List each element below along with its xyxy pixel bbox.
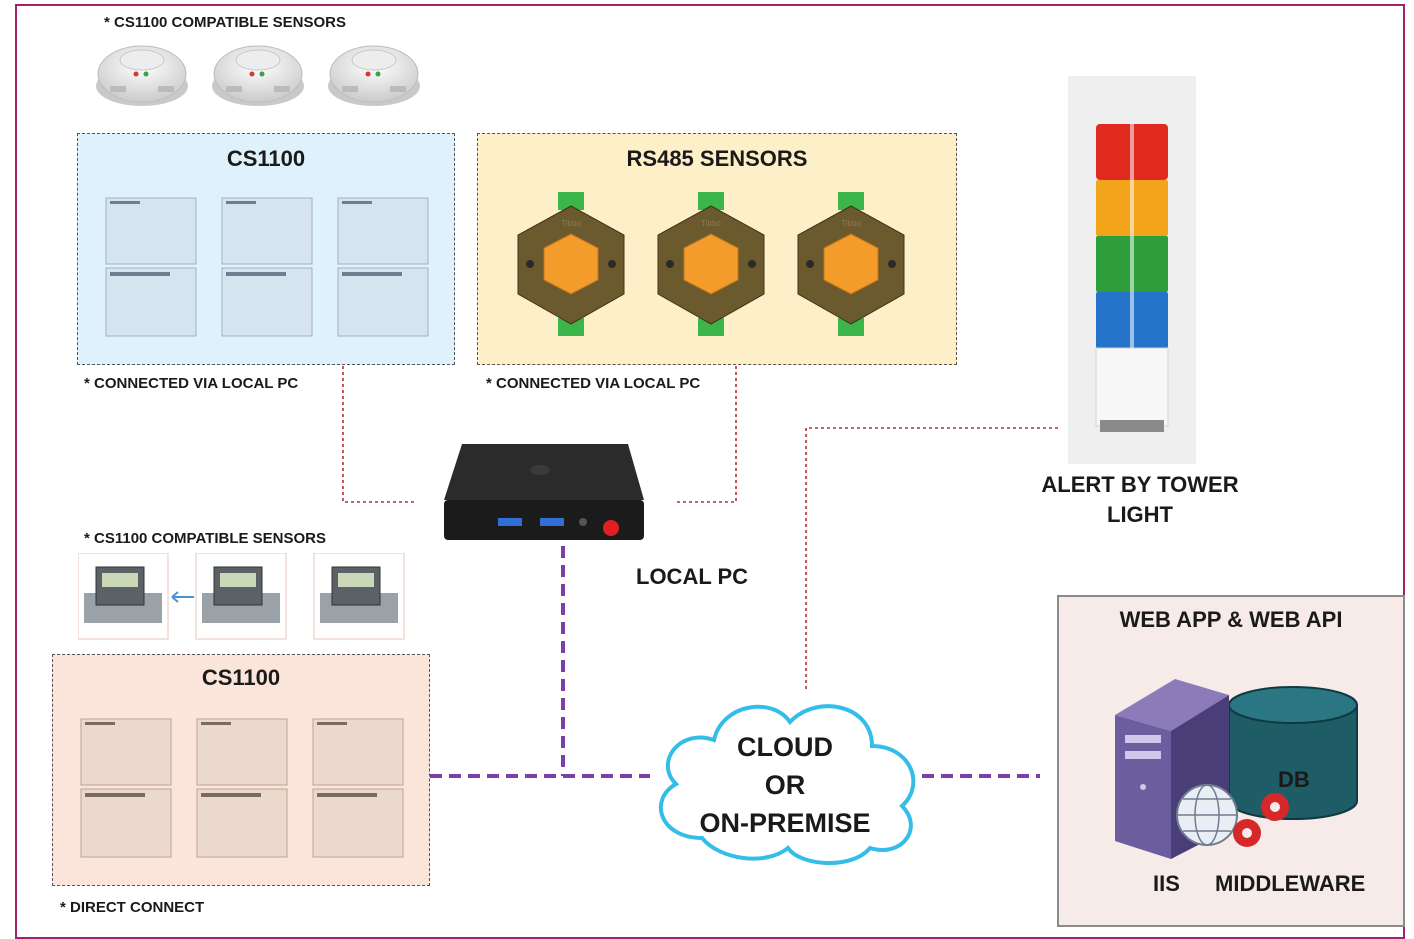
sensors-bottom-label: * CS1100 COMPATIBLE SENSORS bbox=[84, 530, 327, 547]
cs1100-unit-icon bbox=[221, 197, 313, 337]
flow-meters bbox=[78, 553, 405, 640]
flow-meter-icon bbox=[195, 553, 287, 640]
tower-light-label: ALERT BY TOWER LIGHT bbox=[1040, 470, 1240, 530]
flow-meter-icon bbox=[78, 553, 169, 640]
tower-light-label-line1: ALERT BY TOWER bbox=[1041, 472, 1239, 497]
cs1100-bottom-box: CS1100 bbox=[52, 654, 430, 886]
svg-text:Tibbo: Tibbo bbox=[561, 219, 581, 228]
cs1100-top-title: CS1100 bbox=[226, 146, 306, 171]
cs1100-unit-icon bbox=[80, 718, 172, 858]
sensors-top-label: * CS1100 COMPATIBLE SENSORS bbox=[104, 14, 347, 31]
cloud-label-line3: ON-PREMISE bbox=[699, 808, 871, 838]
cs1100-top-box: CS1100 bbox=[77, 133, 455, 365]
svg-text:Tibbo: Tibbo bbox=[701, 219, 721, 228]
tower-light-label-line2: LIGHT bbox=[1107, 502, 1173, 527]
cs1100-unit-icon bbox=[105, 197, 197, 337]
cloud-label: CLOUD OR ON-PREMISE bbox=[640, 728, 930, 842]
gears-icon bbox=[1233, 793, 1289, 847]
rs485-sensor-icon: Tibbo bbox=[517, 192, 625, 336]
smoke-detector-icon bbox=[212, 45, 304, 106]
cs1100-unit-icon bbox=[312, 718, 404, 858]
rs485-sensor-icon: Tibbo bbox=[657, 192, 765, 336]
rs485-title: RS485 SENSORS bbox=[626, 146, 808, 171]
webapp-box: WEB APP & WEB API DB IIS bbox=[1057, 595, 1405, 927]
arrow-left-icon bbox=[171, 591, 194, 603]
webapp-illustration bbox=[1115, 679, 1358, 859]
svg-text:Tibbo: Tibbo bbox=[841, 219, 861, 228]
cs1100-bottom-note: * DIRECT CONNECT bbox=[60, 899, 205, 916]
smoke-detector-icon bbox=[328, 45, 420, 106]
rs485-sensors: Tibbo Tibbo Tibbo bbox=[517, 192, 905, 336]
cs1100-unit-icon bbox=[337, 197, 429, 337]
middleware-label: MIDDLEWARE bbox=[1215, 871, 1366, 896]
cloud-icon bbox=[658, 704, 916, 866]
smoke-detectors bbox=[96, 45, 420, 106]
local-pc-label: LOCAL PC bbox=[636, 564, 749, 589]
flow-meter-icon bbox=[313, 553, 405, 640]
link-cs1100-top-to-pc bbox=[342, 366, 415, 503]
rs485-box: RS485 SENSORS Tibbo Tibbo Tibbo bbox=[477, 133, 957, 365]
database-icon bbox=[1228, 686, 1358, 820]
cloud-label-line2: OR bbox=[764, 770, 806, 800]
webapp-title: WEB APP & WEB API bbox=[1119, 607, 1343, 632]
cs1100-units-bottom bbox=[80, 718, 404, 858]
cs1100-units bbox=[105, 197, 429, 337]
globe-icon bbox=[1176, 784, 1238, 846]
iis-label: IIS bbox=[1153, 871, 1180, 896]
db-label: DB bbox=[1278, 767, 1310, 792]
cs1100-top-note: * CONNECTED VIA LOCAL PC bbox=[84, 375, 299, 392]
local-pc-icon bbox=[444, 444, 644, 540]
tower-light-icon bbox=[1068, 76, 1196, 464]
rs485-sensor-icon: Tibbo bbox=[797, 192, 905, 336]
link-tower-to-cloud bbox=[805, 427, 1058, 690]
cs1100-bottom-title: CS1100 bbox=[201, 665, 281, 690]
rs485-note: * CONNECTED VIA LOCAL PC bbox=[486, 375, 701, 392]
smoke-detector-icon bbox=[96, 45, 188, 106]
cs1100-unit-icon bbox=[196, 718, 288, 858]
cloud-label-line1: CLOUD bbox=[737, 732, 833, 762]
